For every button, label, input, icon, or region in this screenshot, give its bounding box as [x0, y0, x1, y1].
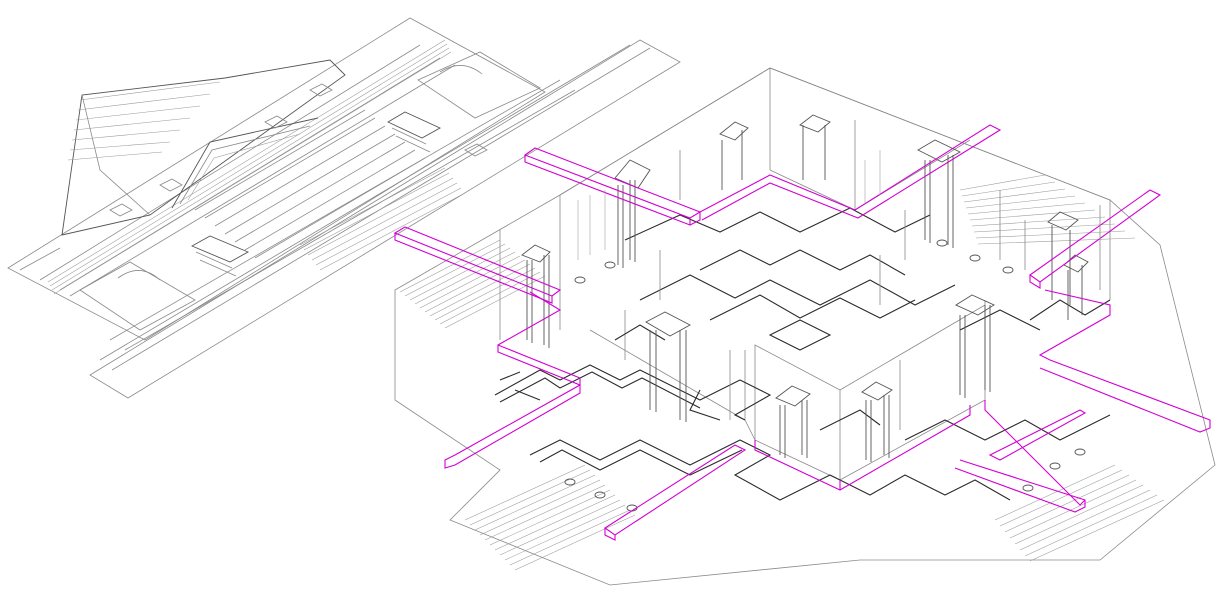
building-column: [614, 159, 651, 268]
building-column: [955, 294, 995, 398]
isometric-floor-plan: [393, 67, 1216, 586]
stair-hatch-bottom-right: [994, 464, 1165, 562]
facade-elevation: [7, 17, 681, 399]
stair-hatch-bottom: [464, 464, 636, 571]
stair-hatch-top-right: [959, 174, 1136, 245]
cornice-hatch: [47, 39, 452, 295]
portico-columns: [194, 109, 426, 259]
building-column: [775, 385, 811, 458]
elevation-window: [190, 235, 250, 277]
building-column: [1063, 254, 1089, 320]
building-column: [799, 114, 831, 180]
dome-ribs: [67, 81, 221, 161]
highlight-beams: [393, 124, 1211, 541]
column-bases: [564, 239, 1086, 512]
elevation-window: [387, 111, 441, 153]
portico-steps: [299, 167, 466, 271]
building-column: [917, 139, 961, 248]
floor-plan-walls: [494, 207, 1111, 501]
building-column: [861, 381, 893, 462]
building-column: [521, 244, 551, 348]
building-column: [645, 311, 691, 422]
stair-hatch-left: [399, 239, 546, 329]
building-column: [719, 121, 749, 190]
